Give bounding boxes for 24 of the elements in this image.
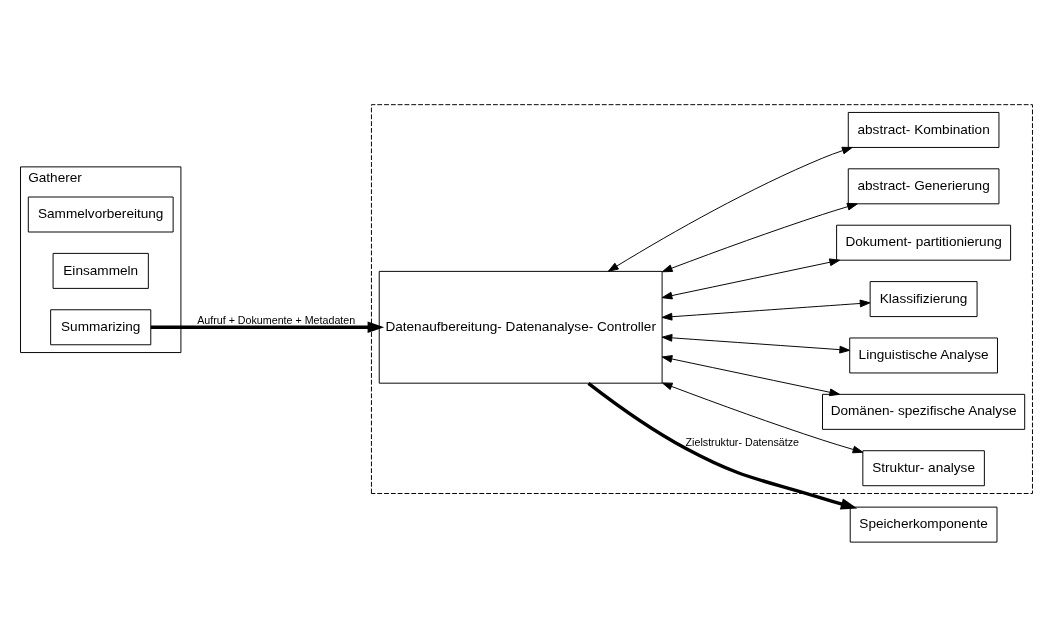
arrow <box>661 382 864 454</box>
node-box: Struktur- analyse <box>862 450 985 487</box>
arrow <box>150 321 385 334</box>
node-box: Linguistische Analyse <box>849 337 998 374</box>
arrow <box>661 333 851 354</box>
arrow <box>661 202 858 273</box>
node-box: Domänen- spezifische Analyse <box>822 393 1026 430</box>
node-box: abstract- Generierung <box>847 168 1000 205</box>
node-box: Summarizing <box>50 309 152 346</box>
arrow <box>661 299 871 321</box>
cluster <box>370 104 1033 494</box>
node-box: Datenaufbereitung- Datenanalyse- Controller <box>378 270 663 384</box>
edge-label: Zielstruktur- Datensätze <box>685 435 800 448</box>
arrow <box>661 355 841 397</box>
node-box: Dokument- partitionierung <box>836 224 1012 261</box>
arrow <box>587 382 858 510</box>
arrow <box>607 146 853 272</box>
node-box: Sammelvorbereitung <box>27 196 174 233</box>
node-box: Klassifizierung <box>869 281 978 318</box>
node-box: Speicherkomponente <box>849 506 998 543</box>
node-box: abstract- Kombination <box>847 111 1000 148</box>
arrow <box>661 258 841 300</box>
node-box: Einsammeln <box>52 252 149 289</box>
edge-label: Aufruf + Dokumente + Metadaten <box>197 314 356 327</box>
